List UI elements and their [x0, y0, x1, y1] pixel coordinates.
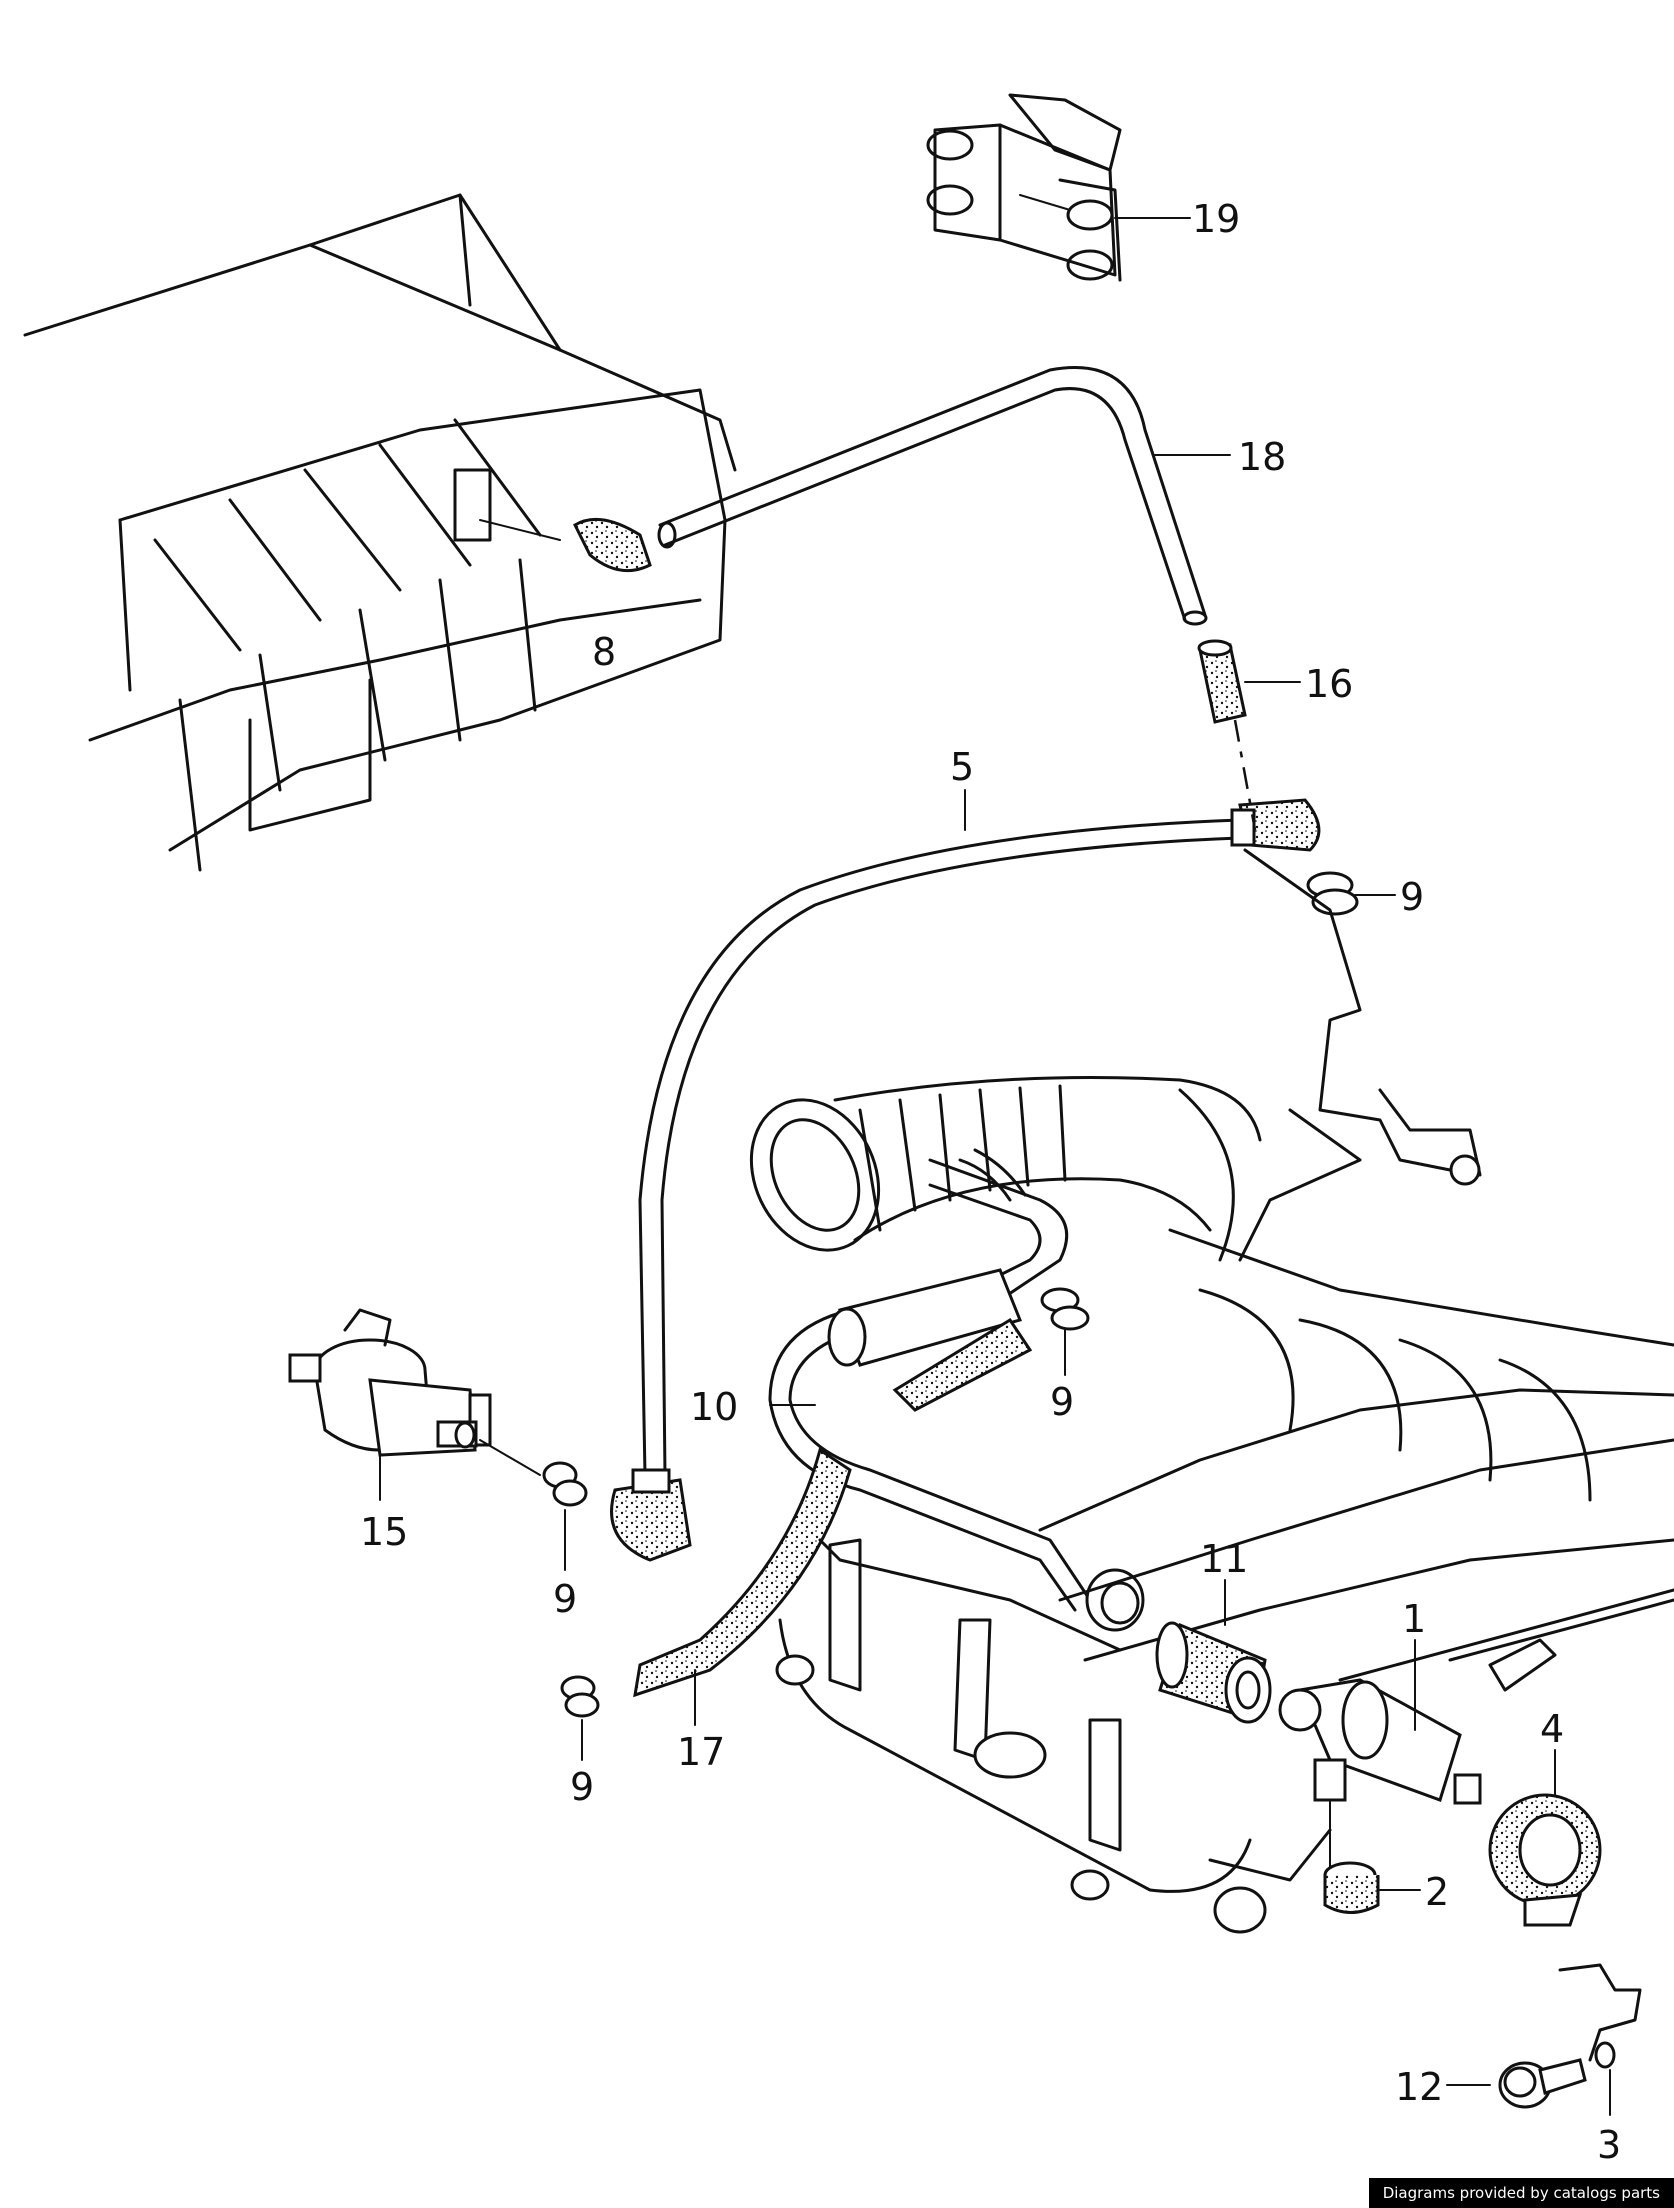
part-9-clamp-left [542, 1461, 588, 1507]
part-10-hose [768, 1148, 1145, 1632]
part-8-air-box [23, 193, 737, 872]
callout-9-lower: 9 [570, 1765, 594, 1809]
callout-9-upper: 9 [1400, 875, 1424, 919]
part-1-sensor [1278, 1678, 1482, 1871]
part-16-hose [1197, 639, 1247, 724]
callout-4: 4 [1540, 1707, 1564, 1751]
intake-duct [749, 1076, 1262, 1262]
callout-16: 16 [1305, 662, 1353, 706]
callout-18: 18 [1238, 435, 1286, 479]
part-19-bracket [926, 93, 1122, 282]
part-5-long-hose [610, 798, 1321, 1562]
callout-1: 1 [1402, 1597, 1426, 1641]
part-11-sleeve [1155, 1621, 1272, 1724]
part-17-hose [633, 1447, 852, 1698]
part-3-bracket [1488, 1638, 1642, 2069]
part-2-grommet [1323, 1861, 1380, 1914]
callout-3: 3 [1597, 2123, 1621, 2167]
callout-10: 10 [690, 1385, 738, 1429]
credit-badge: Diagrams provided by catalogs parts [1368, 2178, 1674, 2208]
callout-5: 5 [950, 745, 974, 789]
part-18-tube [657, 366, 1208, 626]
callout-labels: 19 18 8 16 5 9 15 10 9 9 11 1 4 9 17 2 1… [360, 197, 1621, 2167]
part-15-valve [288, 1308, 492, 1457]
callout-9-left: 9 [553, 1577, 577, 1621]
callout-11: 11 [1200, 1537, 1248, 1581]
callout-8: 8 [592, 630, 616, 674]
callout-17: 17 [677, 1730, 725, 1774]
leader-lines [379, 217, 1611, 2116]
part-4-bushing [1488, 1793, 1602, 1927]
mounting-bracket [1233, 719, 1482, 1262]
callout-2: 2 [1425, 1870, 1449, 1914]
part-12-bolt [1498, 2058, 1587, 2109]
callout-19: 19 [1192, 197, 1240, 241]
part-9-clamp-lower [560, 1675, 600, 1718]
part-9-clamp-upper [1306, 871, 1359, 916]
callout-12: 12 [1395, 2065, 1443, 2109]
callout-9-middle: 9 [1050, 1380, 1074, 1424]
callout-15: 15 [360, 1510, 408, 1554]
part-9-clamp-middle [1040, 1287, 1090, 1331]
